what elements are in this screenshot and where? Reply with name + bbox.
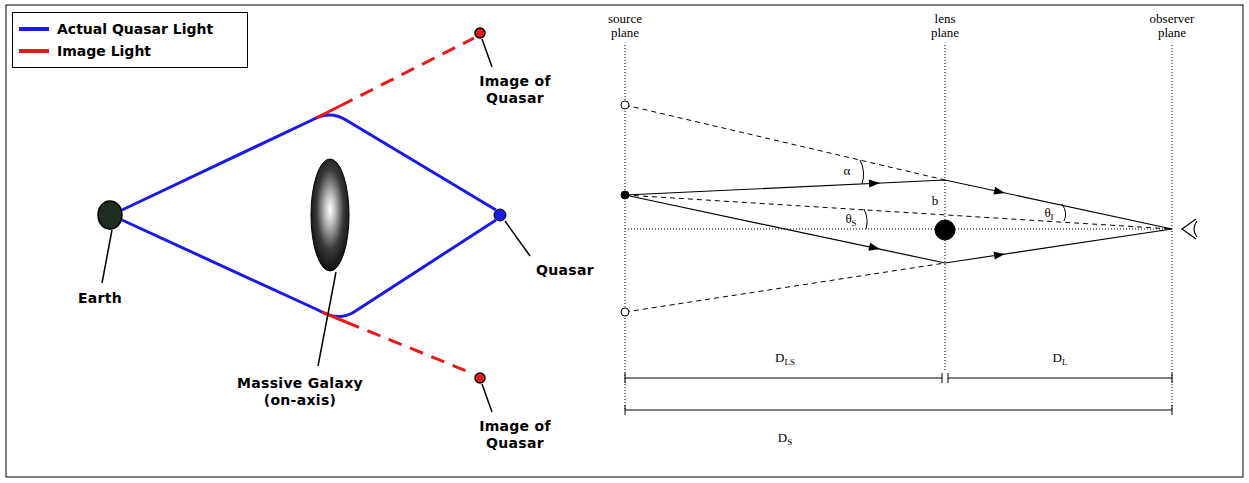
plane-label: source plane bbox=[599, 12, 651, 40]
galaxy bbox=[311, 159, 349, 271]
image-ray bbox=[340, 38, 474, 106]
legend-entry: Image Light bbox=[13, 40, 247, 62]
left-illustration bbox=[98, 28, 530, 412]
frame bbox=[6, 5, 1243, 477]
light-path bbox=[122, 220, 496, 317]
legend-entry: Actual Quasar Light bbox=[13, 18, 247, 40]
image-ray bbox=[322, 312, 346, 322]
legend-sample bbox=[19, 46, 49, 56]
distance-label: DLS bbox=[774, 351, 796, 365]
quasar-image bbox=[475, 373, 485, 383]
plane-label: lens plane bbox=[919, 12, 971, 40]
distance-label: b bbox=[931, 194, 940, 208]
plane-label: observer plane bbox=[1142, 12, 1202, 40]
object-label: Earth bbox=[55, 290, 145, 307]
legend-text: Actual Quasar Light bbox=[57, 21, 213, 37]
quasar-image bbox=[475, 28, 485, 38]
legend-text: Image Light bbox=[57, 43, 151, 59]
earth bbox=[98, 201, 122, 229]
image-ray bbox=[346, 322, 474, 374]
legend: Actual Quasar LightImage Light bbox=[12, 12, 248, 68]
angle-label: α bbox=[843, 164, 852, 178]
angle-label: θS bbox=[844, 212, 857, 226]
object-label: Quasar bbox=[520, 262, 610, 279]
quasar bbox=[494, 209, 506, 221]
object-label: Image of Quasar bbox=[475, 73, 555, 107]
legend-sample bbox=[19, 24, 49, 34]
object-label: Massive Galaxy (on-axis) bbox=[225, 375, 375, 409]
angle-label: θI bbox=[1043, 206, 1054, 220]
image-ray bbox=[316, 106, 340, 118]
object-label: Image of Quasar bbox=[475, 418, 555, 452]
leader-lines bbox=[102, 39, 530, 412]
lens-geometry bbox=[621, 45, 1197, 415]
distance-label: DL bbox=[1052, 351, 1069, 365]
distance-label: DS bbox=[777, 431, 793, 445]
light-path bbox=[122, 115, 496, 210]
